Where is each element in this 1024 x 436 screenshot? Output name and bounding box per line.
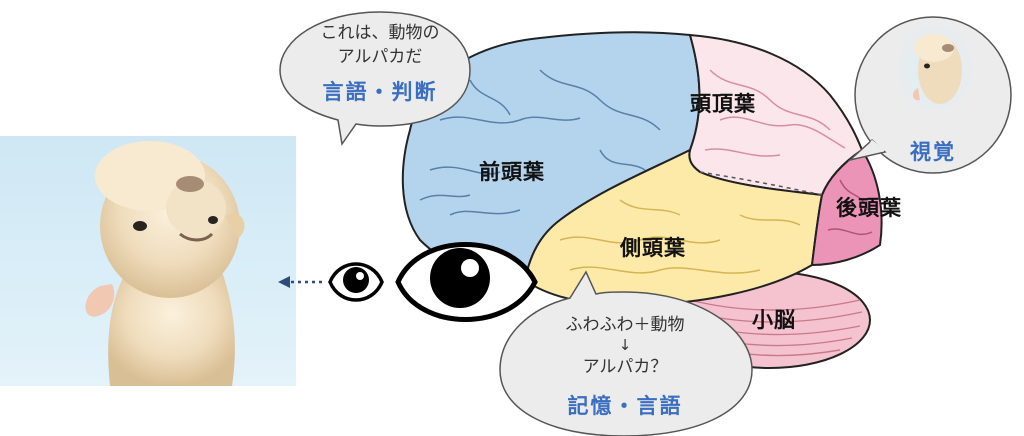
- eye-icon-large: [395, 242, 538, 322]
- label-parietal-lobe: 頭頂葉: [690, 92, 756, 116]
- label-frontal-lobe: 前頭葉: [479, 160, 545, 184]
- speech-bubble-memory: [499, 270, 753, 436]
- alpaca-thumbnail: [893, 20, 977, 116]
- eye-icon-small: [328, 262, 384, 302]
- label-temporal-lobe: 側頭葉: [620, 236, 686, 260]
- bubble-top-key: 言語・判断: [322, 80, 438, 104]
- gaze-arrow: [278, 276, 322, 288]
- label-cerebellum: 小脳: [752, 308, 796, 332]
- alpaca-photo: [0, 136, 296, 386]
- speech-bubble-language: [279, 11, 471, 146]
- bubble-right-key: 視覚: [910, 140, 956, 164]
- bubble-bottom-arrow: ↓: [618, 336, 632, 354]
- bubble-top-line1: これは、動物の: [320, 23, 440, 43]
- bubble-top-line2: アルパカだ: [337, 47, 423, 67]
- brain-cerebrum: [401, 31, 883, 307]
- label-occipital-lobe: 後頭葉: [836, 196, 902, 220]
- bubble-bottom-line2: アルパカ？: [582, 357, 668, 377]
- bubble-bottom-key: 記憶・言語: [567, 394, 683, 418]
- bubble-bottom-line1: ふわふわ＋動物: [565, 315, 685, 335]
